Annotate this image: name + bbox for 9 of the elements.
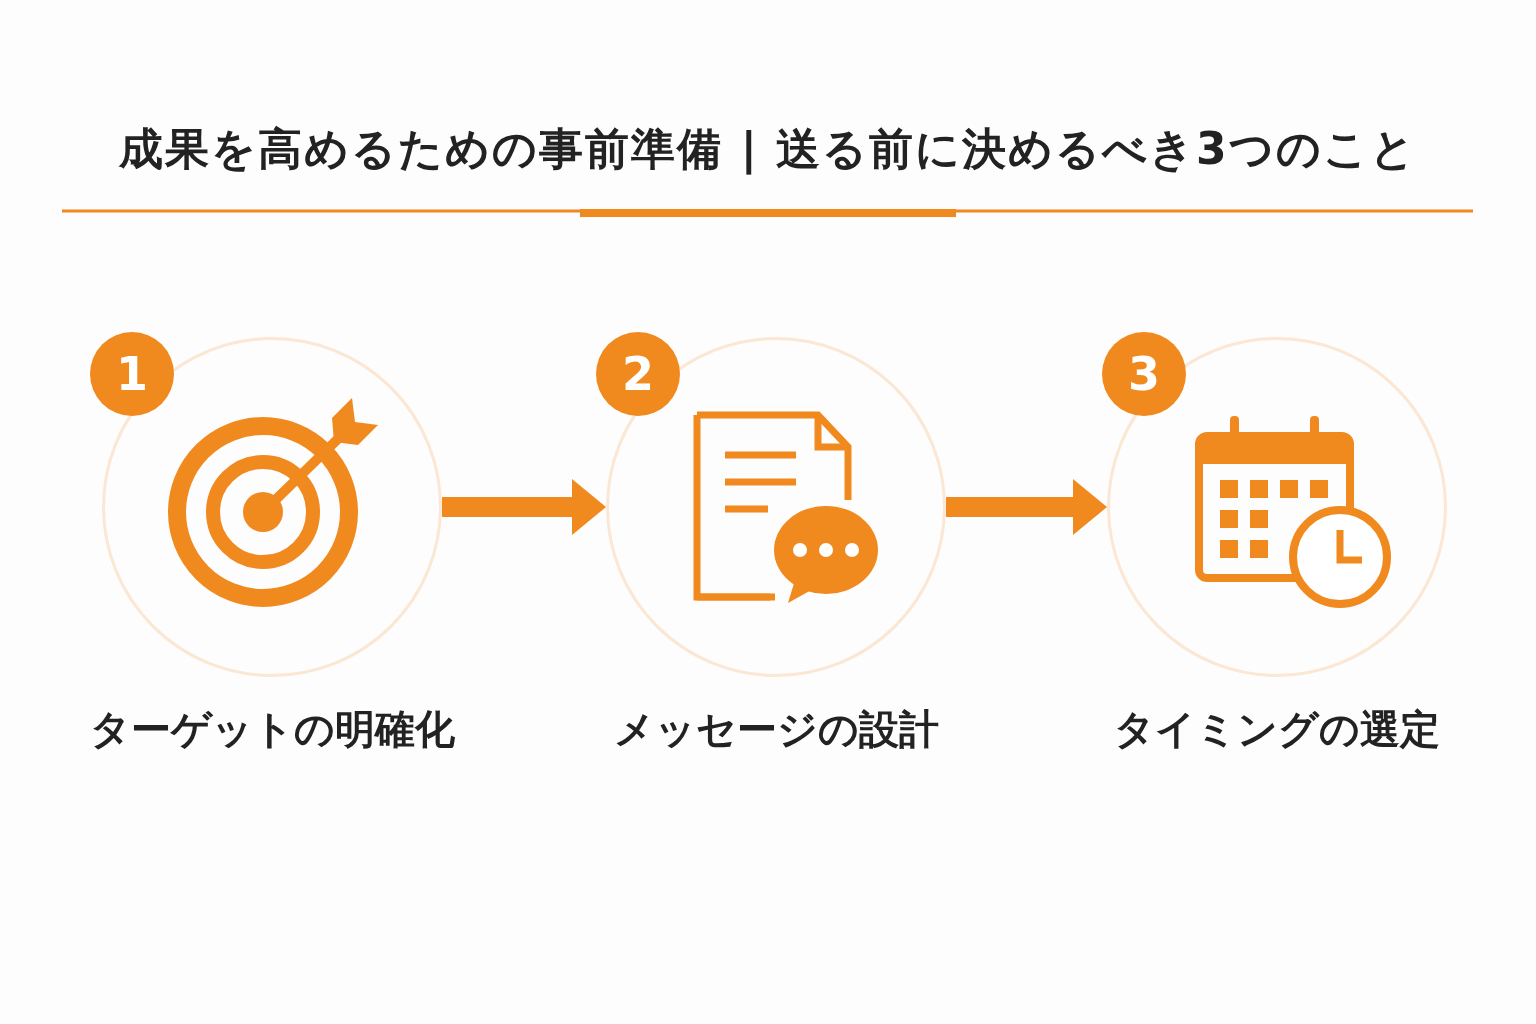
arrow [946, 479, 1107, 535]
step-label: ターゲットの明確化 [88, 705, 456, 754]
step-label: メッセージの設計 [612, 705, 940, 754]
step-label: タイミングの選定 [1113, 705, 1441, 754]
title: 成果を高めるための事前準備 | 送る前に決めるべき3つのこと [118, 122, 1418, 177]
number-badge: 3 [1102, 332, 1186, 416]
number-badge: 2 [596, 332, 680, 416]
number-badge: 1 [90, 332, 174, 416]
arrow [442, 479, 606, 535]
